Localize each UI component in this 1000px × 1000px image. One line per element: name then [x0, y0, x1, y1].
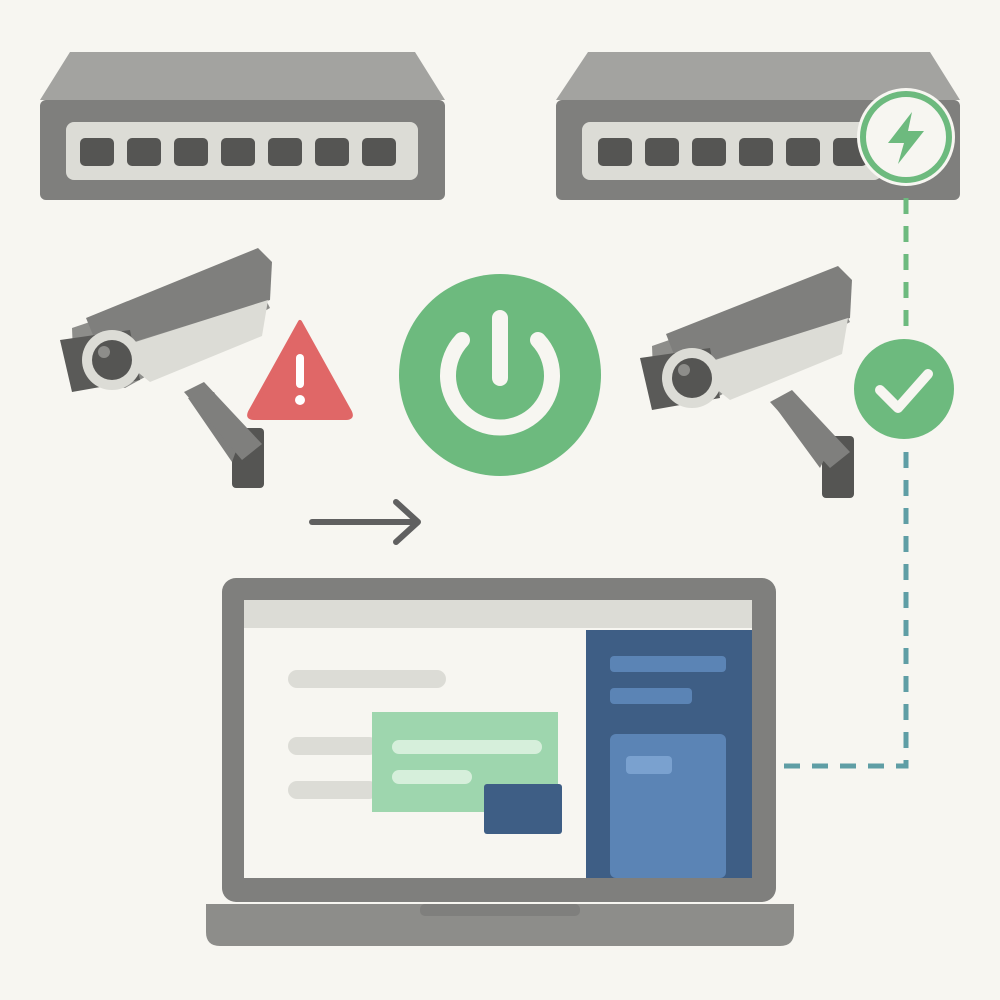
warning-triangle-icon [247, 320, 353, 420]
poe-power-badge [857, 88, 955, 186]
security-camera-online [640, 266, 854, 498]
network-switch-right [556, 52, 960, 200]
text-placeholder-line [288, 781, 378, 799]
arrow-right-icon [309, 499, 421, 545]
laptop-screen-dashboard [288, 630, 752, 878]
power-icon [399, 274, 601, 476]
ethernet-ports-left [80, 138, 396, 166]
status-card [372, 712, 558, 812]
lightning-bolt-icon [888, 112, 924, 164]
side-panel [586, 630, 752, 878]
text-placeholder-line [288, 670, 446, 688]
network-switch-left [40, 52, 445, 200]
dashed-connection-lines [784, 198, 909, 769]
card-action-button [484, 784, 562, 834]
checkmark-icon [854, 339, 954, 439]
laptop-icon [206, 578, 794, 946]
text-placeholder-line [288, 737, 378, 755]
security-camera-offline [60, 248, 272, 488]
camera-to-laptop-link [784, 452, 909, 769]
